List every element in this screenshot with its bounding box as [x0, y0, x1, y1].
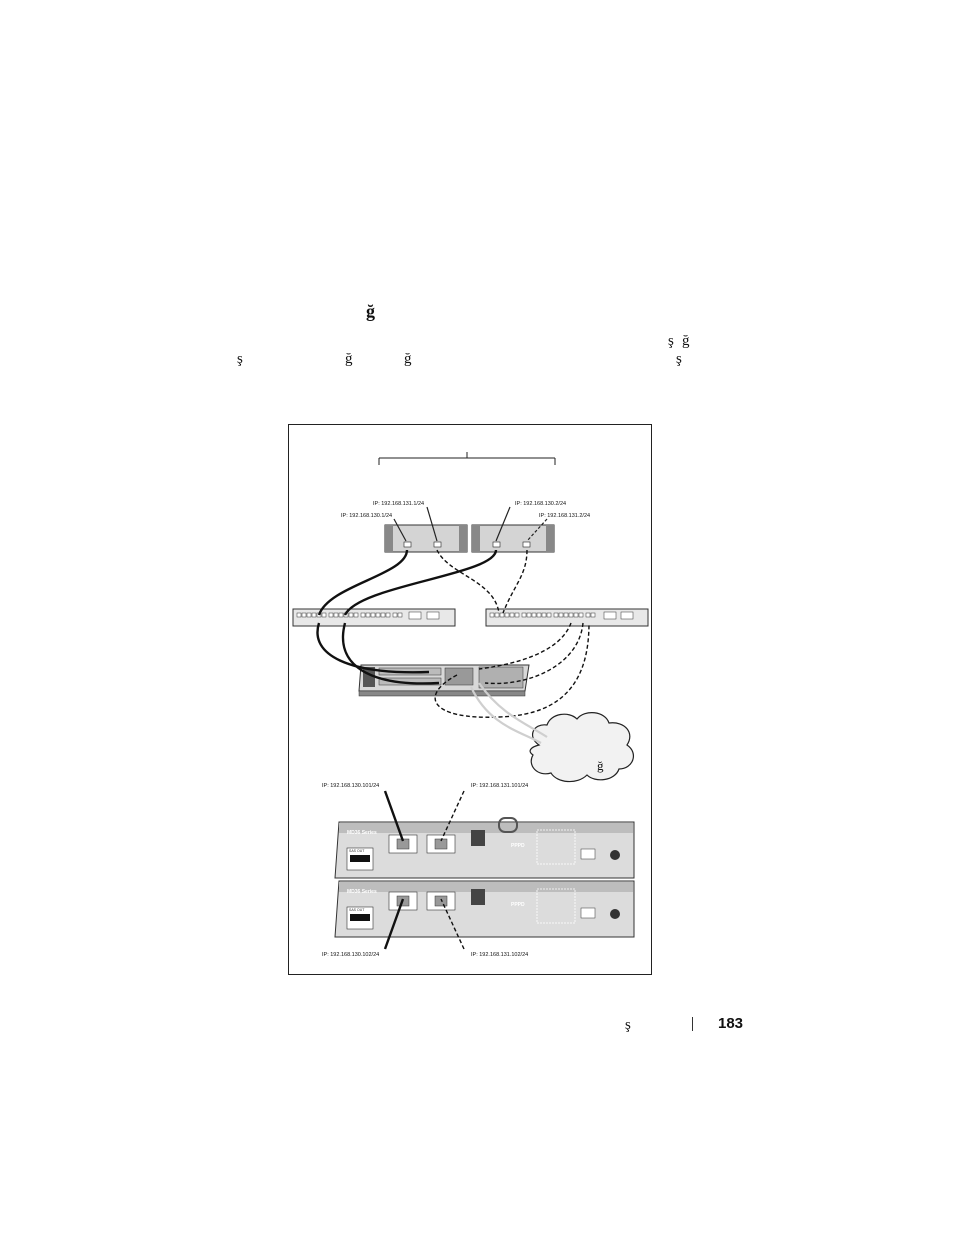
- body-line2-glyph-2: ğ: [345, 351, 353, 367]
- section-heading-glyph: ğ: [366, 301, 375, 321]
- storage-array-controller-1: MD36 Series SAS OUT PPPD: [334, 880, 635, 938]
- host-unit-1: [384, 524, 468, 553]
- ip-label-ctrl1-port0: IP: 192.168.130.102/24: [322, 952, 379, 958]
- ip-label-storage2-right: IP: 192.168.131.2/24: [539, 513, 590, 519]
- body-line2-glyph-1: ş: [237, 351, 243, 367]
- footer-separator: [692, 1017, 693, 1031]
- svg-text:PPPD: PPPD: [511, 902, 525, 908]
- ip-label-storage1-top: IP: 192.168.131.1/24: [373, 501, 424, 507]
- network-cloud: [529, 712, 635, 783]
- network-diagram-figure: IP: 192.168.131.1/24 IP: 192.168.130.1/2…: [288, 424, 652, 975]
- ip-label-storage2-top: IP: 192.168.130.2/24: [515, 501, 566, 507]
- controller-1-model: MD36 Series: [347, 889, 377, 895]
- ip-label-storage1-left: IP: 192.168.130.1/24: [341, 513, 392, 519]
- storage-array-controller-0: MD36 Series SAS OUT PPPD: [334, 817, 635, 879]
- ip-label-ctrl1-port1: IP: 192.168.131.102/24: [471, 952, 528, 958]
- svg-text:SAS OUT: SAS OUT: [349, 908, 365, 912]
- network-switch-2: [485, 608, 649, 627]
- body-line2-glyph-4: ş: [676, 351, 682, 367]
- svg-text:SAS OUT: SAS OUT: [349, 849, 365, 853]
- svg-text:PPPD: PPPD: [511, 843, 525, 849]
- controller-0-model: MD36 Series: [347, 830, 377, 836]
- network-switch-1: [292, 608, 456, 627]
- body-line2-glyph-3: ğ: [404, 351, 412, 367]
- ip-label-ctrl0-port0: IP: 192.168.130.101/24: [322, 783, 379, 789]
- body-line1-glyph-2: ğ: [682, 333, 690, 349]
- network-diagram: IP: 192.168.131.1/24 IP: 192.168.130.1/2…: [292, 452, 649, 958]
- hosts-bracket: [378, 452, 556, 465]
- ip-label-ctrl0-port1: IP: 192.168.131.101/24: [471, 783, 528, 789]
- footer-glyph: ş: [625, 1017, 631, 1033]
- page-number: 183: [718, 1015, 744, 1032]
- host-unit-2: [471, 524, 555, 553]
- cloud-label: ğ: [597, 758, 604, 773]
- body-line1-glyph-1: ş: [668, 333, 674, 349]
